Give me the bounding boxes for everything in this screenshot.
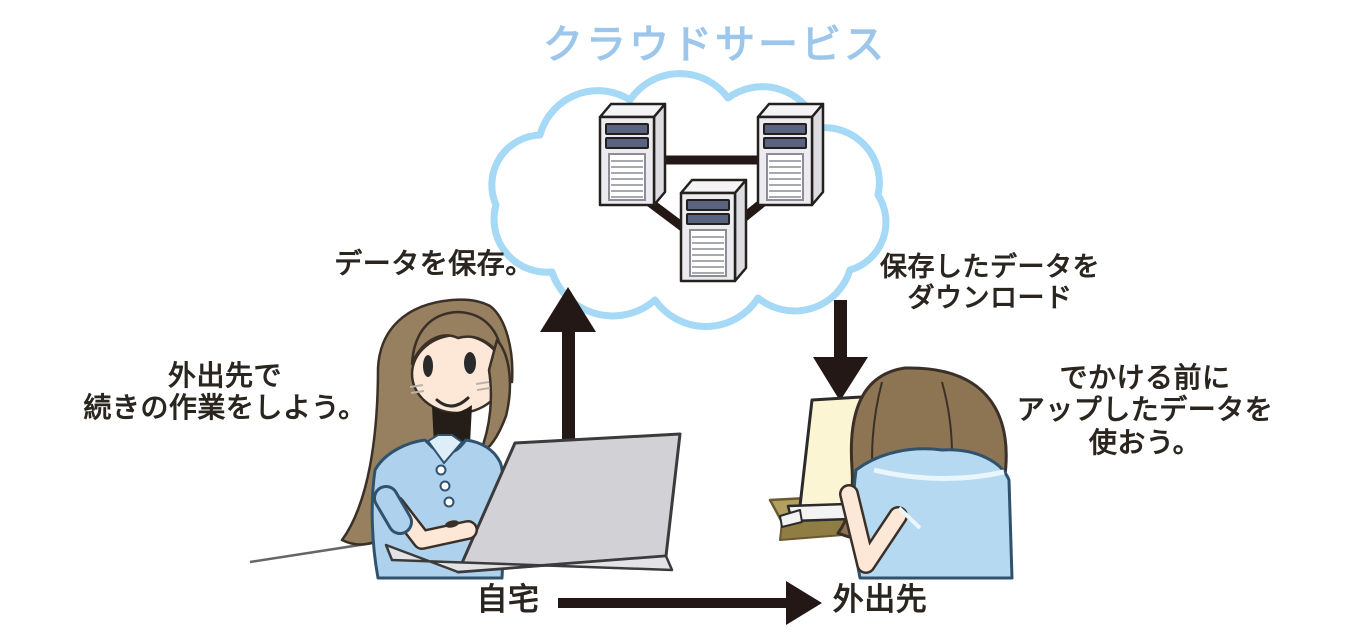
download-arrow-icon: [813, 300, 868, 401]
download-data-label: 保存したデータを ダウンロード: [880, 252, 1100, 314]
upload-arrow-icon: [540, 287, 596, 452]
home-label: 自宅: [476, 582, 540, 617]
server-network: [598, 102, 825, 283]
laptop-icon: [384, 432, 682, 574]
server-icon: [756, 102, 825, 207]
woman-away-illustration: [768, 366, 1014, 580]
diagram-title: クラウドサービス: [543, 23, 887, 67]
woman-at-home-illustration: [249, 298, 682, 580]
server-icon: [598, 102, 667, 207]
away-label: 外出先: [832, 582, 928, 617]
home-thought-label: 外出先で 続きの作業をしよう。: [83, 360, 367, 424]
away-thought-label: でかける前に アップしたデータを 使おう。: [1016, 362, 1274, 458]
server-icon: [679, 178, 748, 283]
save-data-label: データを保存。: [334, 248, 534, 279]
home-to-away-arrow-icon: [558, 581, 822, 625]
